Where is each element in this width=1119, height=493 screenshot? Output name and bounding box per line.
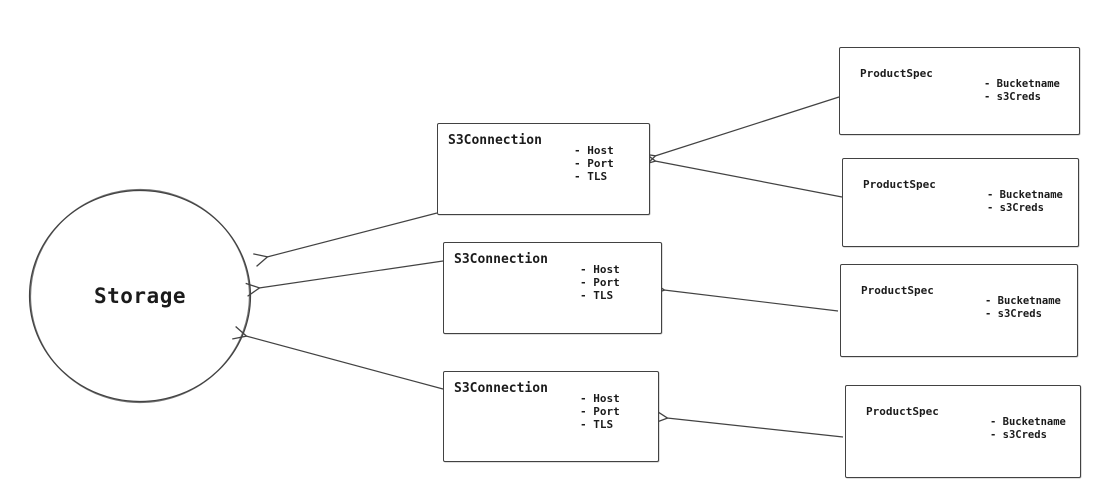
- s3connection-title: S3Connection: [448, 133, 542, 148]
- attribute-s3creds: - s3Creds: [984, 90, 1041, 103]
- arrow-s3connection-2-to-storage: [245, 260, 444, 297]
- arrow-s3connection-3-to-storage: [232, 325, 444, 390]
- arrow-productspec-1-to-s3connection-1: [641, 96, 840, 167]
- productspec-title: ProductSpec: [866, 405, 939, 418]
- s3connection-title: S3Connection: [454, 252, 548, 267]
- attribute-bucketname: - Bucketname: [985, 295, 1061, 307]
- arrow-productspec-3-to-s3connection-2: [650, 281, 839, 312]
- attribute-host: - Host: [574, 144, 614, 157]
- attribute-host: - Host: [580, 392, 620, 405]
- storage-node-label: Storage: [93, 284, 186, 308]
- attribute-bucketname: - Bucketname: [984, 78, 1060, 90]
- s3connection-node-1: S3Connection - Host- Port- TLS: [437, 123, 650, 215]
- s3connection-node-2: S3Connection - Host- Port- TLS: [443, 242, 662, 334]
- attribute-tls: - TLS: [574, 170, 608, 183]
- s3connection-title: S3Connection: [454, 381, 548, 396]
- attribute-tls: - TLS: [580, 418, 614, 431]
- productspec-attributes: - Bucketname- s3Creds: [990, 416, 1066, 441]
- attribute-tls: - TLS: [580, 289, 614, 302]
- productspec-title: ProductSpec: [860, 67, 933, 80]
- productspec-title: ProductSpec: [861, 284, 934, 297]
- arrow-productspec-2-to-s3connection-1: [641, 151, 843, 198]
- attribute-port: - Port: [574, 157, 614, 170]
- productspec-attributes: - Bucketname- s3Creds: [987, 189, 1063, 214]
- productspec-node-3: ProductSpec - Bucketname- s3Creds: [840, 264, 1078, 357]
- attribute-host: - Host: [580, 263, 620, 276]
- s3connection-attributes: - Host- Port- TLS: [580, 392, 620, 431]
- productspec-node-1: ProductSpec - Bucketname- s3Creds: [839, 47, 1080, 135]
- attribute-bucketname: - Bucketname: [987, 189, 1063, 201]
- arrow-s3connection-1-to-storage: [253, 212, 438, 267]
- attribute-port: - Port: [580, 276, 620, 289]
- s3connection-attributes: - Host- Port- TLS: [580, 263, 620, 302]
- productspec-attributes: - Bucketname- s3Creds: [985, 295, 1061, 320]
- productspec-node-4: ProductSpec - Bucketname- s3Creds: [845, 385, 1081, 478]
- attribute-s3creds: - s3Creds: [985, 307, 1042, 320]
- attribute-port: - Port: [580, 405, 620, 418]
- productspec-node-2: ProductSpec - Bucketname- s3Creds: [842, 158, 1079, 247]
- productspec-attributes: - Bucketname- s3Creds: [984, 78, 1060, 103]
- attribute-bucketname: - Bucketname: [990, 416, 1066, 428]
- s3connection-node-3: S3Connection - Host- Port- TLS: [443, 371, 659, 462]
- attribute-s3creds: - s3Creds: [990, 428, 1047, 441]
- productspec-title: ProductSpec: [863, 178, 936, 191]
- attribute-s3creds: - s3Creds: [987, 201, 1044, 214]
- s3connection-attributes: - Host- Port- TLS: [574, 144, 614, 183]
- arrow-productspec-4-to-s3connection-3: [653, 409, 844, 438]
